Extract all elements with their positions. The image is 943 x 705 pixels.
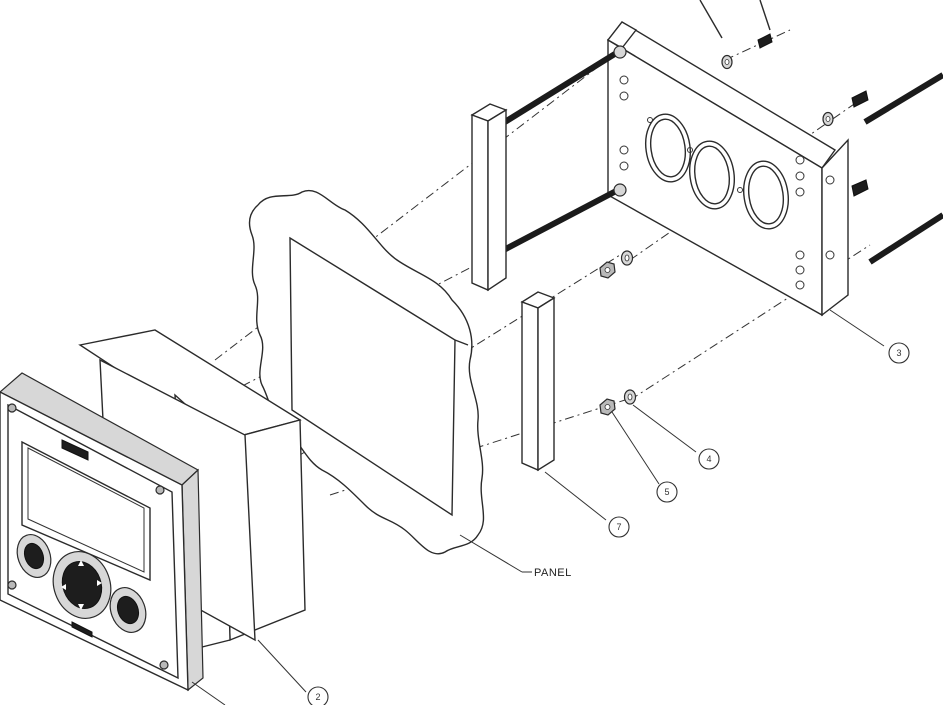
hex-nut-icon bbox=[599, 261, 616, 416]
callout-5-text: 5 bbox=[664, 487, 669, 497]
callout-3: 3 bbox=[888, 342, 910, 364]
callout-3-text: 3 bbox=[896, 348, 901, 358]
washer-icon bbox=[620, 54, 834, 405]
callout-5: 5 bbox=[656, 481, 678, 503]
panel-cutout-icon bbox=[248, 189, 485, 555]
threaded-rod-icon bbox=[498, 45, 943, 265]
mounting-bracket-icon bbox=[606, 21, 849, 317]
callout-2-text: 2 bbox=[315, 692, 320, 702]
controller-unit-icon bbox=[0, 329, 306, 692]
callout-4-text: 4 bbox=[706, 454, 711, 464]
callout-7-text: 7 bbox=[616, 522, 621, 532]
screw-icon bbox=[699, 0, 869, 197]
callout-7: 7 bbox=[608, 516, 630, 538]
callout-4: 4 bbox=[698, 448, 720, 470]
panel-label: PANEL bbox=[534, 567, 572, 579]
spacer-bar-front-icon bbox=[520, 291, 556, 472]
callout-leaders bbox=[191, 309, 885, 705]
spacer-bar-icon bbox=[470, 103, 508, 292]
callout-2: 2 bbox=[307, 686, 329, 705]
